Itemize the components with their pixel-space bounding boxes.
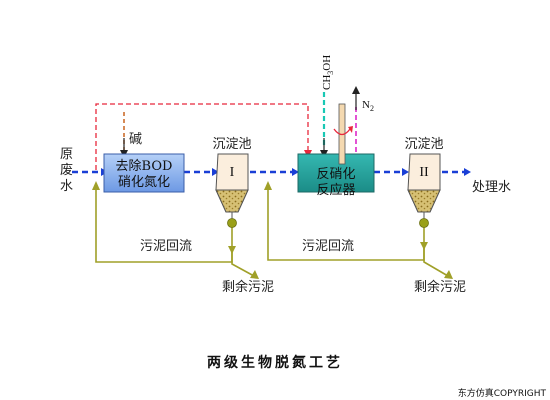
treated-water-label: 处理水	[472, 180, 511, 195]
tank1-label-line2: 硝化氮化	[118, 175, 170, 190]
arrowhead-excess-2	[444, 270, 453, 279]
arrowhead-return-1	[92, 181, 100, 190]
n2-sub: 2	[370, 104, 374, 113]
raw-water-label-3: 水	[60, 179, 73, 194]
arrowhead-return-2	[264, 181, 272, 190]
raw-water-label-1: 原	[60, 147, 73, 162]
excess-sludge-label-1: 剩余污泥	[222, 279, 274, 295]
sludge-return-label-1: 污泥回流	[140, 239, 192, 254]
n2-main: N	[362, 99, 370, 111]
water-arrowheads	[101, 168, 471, 176]
clarifier-1	[215, 153, 249, 228]
denitrification-reactor	[297, 153, 375, 193]
reactor-label-line1: 反硝化	[316, 167, 355, 182]
clarifier2-title: 沉淀池	[404, 137, 443, 152]
arrowhead-drain-1	[228, 246, 236, 254]
methanol-oh: OH	[321, 55, 333, 71]
sludge-valve-2	[419, 218, 429, 228]
n2-line	[352, 86, 360, 152]
diagram-title: 两级生物脱氮工艺	[207, 354, 343, 371]
clarifier1-title: 沉淀池	[212, 137, 251, 152]
sludge-return-line-1	[95, 187, 233, 263]
excess-sludge-line-1	[231, 250, 255, 277]
clarifier2-roman: II	[419, 165, 429, 180]
svg-text:CH3OH: CH3OH	[321, 55, 335, 90]
sludge-valve-1	[227, 218, 237, 228]
sludge-arrowheads	[92, 181, 453, 279]
methanol-label: CH3OH	[321, 55, 335, 90]
alkali-label: 碱	[129, 132, 142, 147]
sludge-return-line-2	[267, 187, 425, 261]
reactor-label-line2: 反应器	[316, 182, 355, 198]
raw-water-label-2: 废	[60, 162, 73, 178]
n2-label: N2	[362, 99, 374, 113]
arrowhead-drain-2	[420, 242, 428, 250]
arrowhead-excess-1	[250, 270, 259, 279]
clarifier1-roman: I	[230, 165, 235, 180]
reactor-stirrer	[333, 103, 353, 165]
methanol-line	[320, 92, 328, 158]
sludge-return-label-2: 污泥回流	[302, 239, 354, 254]
excess-sludge-label-2: 剩余污泥	[414, 279, 466, 295]
methanol-sub: 3	[326, 71, 335, 75]
excess-sludge-line-2	[423, 246, 449, 277]
clarifier-2	[407, 153, 441, 228]
copyright-text: 东方仿真COPYRIGHT	[458, 387, 547, 399]
nitrification-tank	[103, 153, 185, 193]
sludge-return-lines	[95, 187, 449, 277]
alkali-line	[120, 112, 128, 158]
methanol-ch: CH	[321, 75, 333, 90]
tank1-label-line1: 去除BOD	[116, 159, 173, 174]
